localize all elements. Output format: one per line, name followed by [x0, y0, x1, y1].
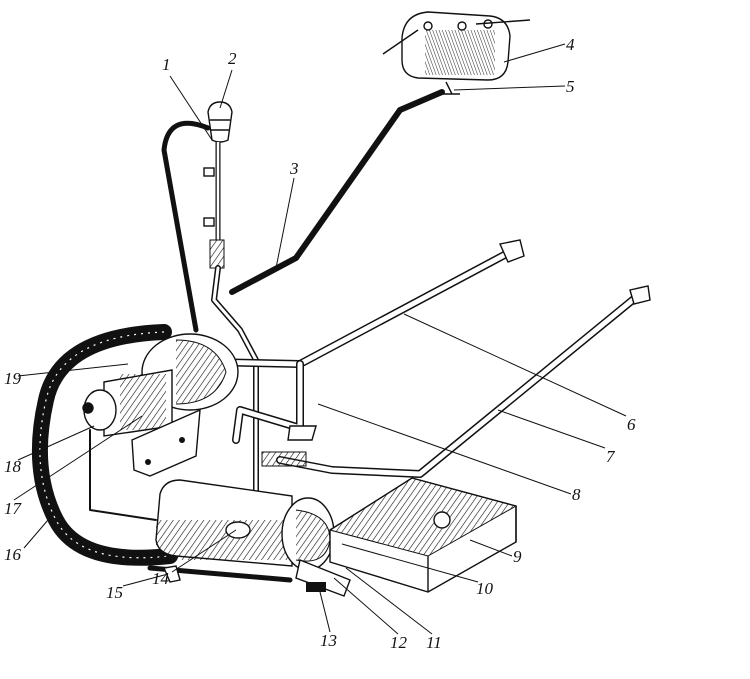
callout-7: 7	[606, 447, 616, 466]
mounting-tray	[328, 477, 518, 593]
heater-body	[147, 479, 351, 597]
fuel-filler-column	[203, 101, 233, 269]
callout-11: 11	[426, 633, 442, 652]
fuel-tap	[442, 81, 460, 95]
air-duct-6	[204, 239, 525, 368]
callout-6: 6	[627, 415, 636, 434]
exhaust-pipe-7	[261, 285, 651, 478]
callout-8: 8	[572, 485, 581, 504]
callout-14: 14	[152, 569, 170, 588]
callout-1: 1	[162, 55, 171, 74]
callout-15: 15	[106, 583, 123, 602]
callout-16: 16	[4, 545, 22, 564]
callout-10: 10	[476, 579, 494, 598]
flexible-hose	[31, 324, 178, 566]
fuel-tank	[382, 11, 531, 81]
callout-4: 4	[566, 35, 575, 54]
callout-12: 12	[390, 633, 408, 652]
callout-labels: 1 2 3 4 5 6 7 8 9 10 11 12 13 14 15 16 1…	[4, 35, 636, 652]
callout-17: 17	[4, 499, 23, 518]
callout-13: 13	[320, 631, 337, 650]
leader-lines	[13, 43, 627, 635]
callout-19: 19	[4, 369, 22, 388]
callout-5: 5	[566, 77, 575, 96]
blower-unit	[82, 333, 239, 521]
callout-18: 18	[4, 457, 22, 476]
callout-9: 9	[513, 547, 522, 566]
fuel-line	[161, 89, 445, 503]
callout-3: 3	[289, 159, 299, 178]
callout-2: 2	[228, 49, 237, 68]
duct-8	[232, 360, 317, 444]
